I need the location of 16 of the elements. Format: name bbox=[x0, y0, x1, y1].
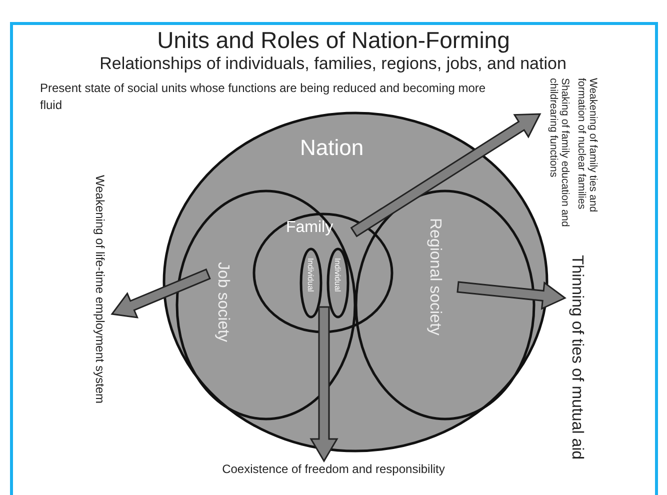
arrow bbox=[350, 113, 542, 238]
node-label: Nation bbox=[300, 136, 364, 160]
note-text: Present state of social units whose functions are being reduced and becoming more fluid bbox=[40, 80, 487, 114]
node-label: Individual bbox=[332, 258, 341, 292]
arrow bbox=[456, 281, 566, 310]
annotation-text: Weakening of life-time employment system bbox=[93, 175, 106, 404]
node-label: Regional society bbox=[426, 218, 444, 336]
subtitle: Relationships of individuals, families, regions, jobs, and nation bbox=[100, 55, 566, 74]
node-label: Job society bbox=[214, 262, 232, 342]
title: Units and Roles of Nation-Forming bbox=[156, 28, 511, 54]
node-label: Individual bbox=[305, 258, 314, 292]
arrow bbox=[110, 268, 211, 318]
arrow bbox=[310, 306, 338, 462]
annotation-text: Thinning of ties of mutual aid bbox=[568, 255, 586, 460]
annotation-text: Shaking of family education and childrearing functions bbox=[546, 78, 570, 229]
annotation-text: Coexistence of freedom and responsibility bbox=[221, 463, 446, 476]
